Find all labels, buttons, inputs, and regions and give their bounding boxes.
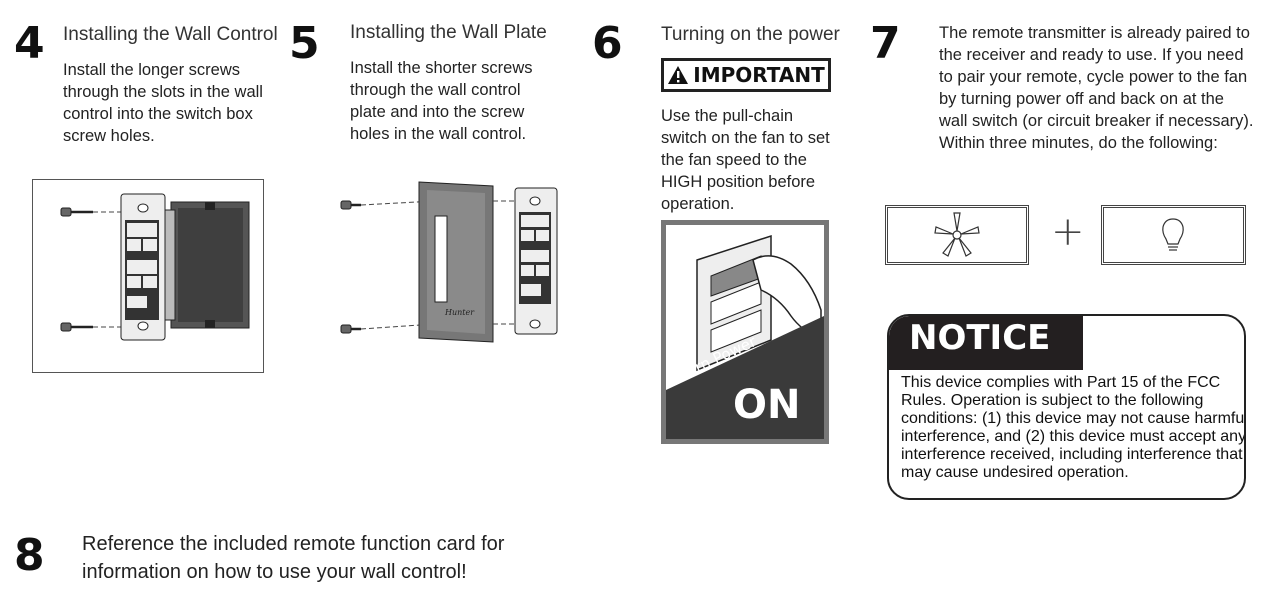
step-4-body: Install the longer screws through the sl… bbox=[63, 59, 263, 147]
step-8-body-line: information on how to use your wall cont… bbox=[82, 561, 467, 583]
fan-icon bbox=[934, 212, 980, 257]
turn-power-on-figure: Turn Power ON bbox=[661, 220, 829, 444]
step-4-number: 4 bbox=[14, 18, 45, 69]
step-7-body: The remote transmitter is already paired… bbox=[939, 22, 1254, 154]
step-7-body-line: the receiver and ready to use. If you ne… bbox=[939, 46, 1244, 64]
step-6-body: Use the pull-chain switch on the fan to … bbox=[661, 105, 830, 215]
wall-control-illustration bbox=[60, 193, 250, 341]
step-5-body-line: Install the shorter screws bbox=[350, 59, 533, 77]
wall-switch-illustration bbox=[666, 225, 824, 439]
notice-text-line: may cause undesired operation. bbox=[901, 464, 1129, 481]
step-6-body-line: Use the pull-chain bbox=[661, 107, 794, 125]
step-6-body-line: the fan speed to the bbox=[661, 151, 807, 169]
notice-text-line: interference, and (2) this device must a… bbox=[901, 428, 1246, 445]
notice-text-line: Rules. Operation is subject to the follo… bbox=[901, 392, 1204, 409]
step-6-title: Turning on the power bbox=[661, 24, 840, 45]
step-7-body-line: Within three minutes, do the following: bbox=[939, 134, 1218, 152]
step-6-body-line: HIGH position before bbox=[661, 173, 816, 191]
wall-control-install-figure bbox=[32, 179, 264, 373]
step-6-number: 6 bbox=[592, 18, 623, 69]
screw-icon bbox=[340, 323, 436, 334]
on-caption: ON bbox=[733, 382, 801, 428]
step-7-number: 7 bbox=[870, 18, 901, 69]
step-7-body-line: by turning power off and back on at the bbox=[939, 90, 1224, 108]
notice-text-line: This device complies with Part 15 of the… bbox=[901, 374, 1221, 391]
step-5-title: Installing the Wall Plate bbox=[350, 22, 547, 43]
step-7-body-line: The remote transmitter is already paired… bbox=[939, 24, 1250, 42]
step-7-body-line: wall switch (or circuit breaker if neces… bbox=[939, 112, 1254, 130]
step-6-body-line: switch on the fan to set bbox=[661, 129, 830, 147]
step-5-body-line: plate and into the screw bbox=[350, 103, 525, 121]
notice-label: NOTICE bbox=[889, 316, 1083, 370]
plate-logo: Hunter bbox=[444, 308, 475, 317]
step-8-number: 8 bbox=[14, 530, 45, 581]
step-5-body: Install the shorter screws through the w… bbox=[350, 57, 532, 145]
notice-text-line: interference received, including interfe… bbox=[901, 446, 1243, 463]
wall-plate-install-figure: Hunter bbox=[335, 178, 565, 346]
notice-text: This device complies with Part 15 of the… bbox=[889, 370, 1244, 482]
plus-symbol: + bbox=[1051, 209, 1085, 255]
step-4-body-line: Install the longer screws bbox=[63, 61, 240, 79]
step-5-number: 5 bbox=[289, 18, 320, 69]
notice-text-line: conditions: (1) this device may not caus… bbox=[901, 410, 1246, 427]
screw-icon bbox=[340, 200, 436, 210]
important-label: IMPORTANT bbox=[661, 58, 831, 92]
fcc-notice-box: NOTICE This device complies with Part 15… bbox=[887, 314, 1246, 500]
step-4-title: Installing the Wall Control bbox=[63, 24, 278, 45]
step-5-body-line: holes in the wall control. bbox=[350, 125, 527, 143]
step-5-body-line: through the wall control bbox=[350, 81, 521, 99]
screw-icon bbox=[60, 322, 128, 332]
step-7-body-line: to pair your remote, cycle power to the … bbox=[939, 68, 1248, 86]
wall-plate-illustration: Hunter bbox=[340, 181, 558, 343]
fan-button-figure bbox=[885, 205, 1029, 265]
important-text: IMPORTANT bbox=[693, 63, 825, 87]
step-4-body-line: screw holes. bbox=[63, 127, 155, 145]
warning-icon bbox=[668, 66, 689, 84]
step-8-body-line: Reference the included remote function c… bbox=[82, 533, 505, 555]
light-button-figure bbox=[1101, 205, 1246, 265]
step-4-body-line: through the slots in the wall bbox=[63, 83, 263, 101]
screw-icon bbox=[60, 207, 128, 217]
light-bulb-icon bbox=[1162, 218, 1184, 251]
step-8-body: Reference the included remote function c… bbox=[82, 530, 504, 586]
step-6-body-line: operation. bbox=[661, 195, 735, 213]
step-4-body-line: control into the switch box bbox=[63, 105, 253, 123]
